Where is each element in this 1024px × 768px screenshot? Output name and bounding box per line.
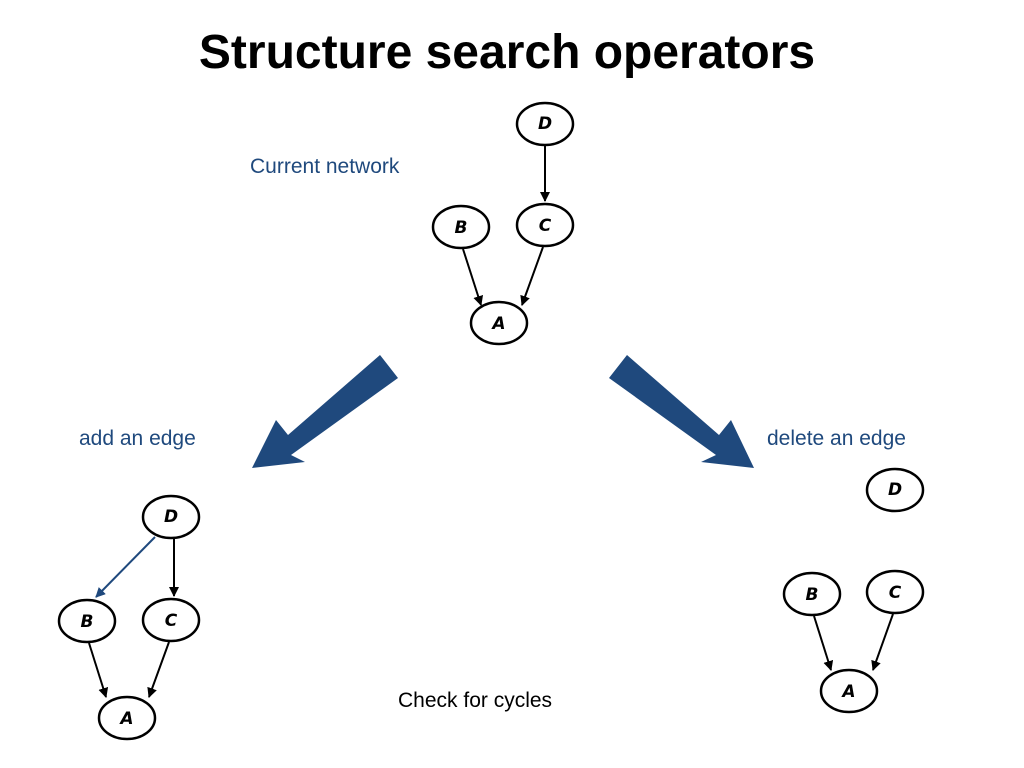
edge-c-a (871, 613, 894, 671)
node-d: D (865, 467, 925, 513)
new-edge-d-b (95, 536, 156, 598)
edge-c-a (147, 641, 170, 698)
svg-text:C: C (539, 216, 552, 236)
edge-b-a (813, 615, 834, 671)
svg-text:C: C (165, 611, 178, 631)
edge-b-a (462, 248, 484, 306)
node-a: A (469, 300, 529, 346)
edge-b-a (88, 642, 109, 698)
edge-c-a (520, 246, 544, 306)
svg-text:A: A (118, 709, 133, 729)
node-d: D (141, 494, 201, 540)
node-a: A (97, 695, 157, 741)
slide-title: Structure search operators (199, 26, 815, 79)
node-a: A (819, 668, 879, 714)
caption-current-network: Current network (250, 155, 400, 178)
node-d: D (515, 101, 575, 147)
delete-edge-graph: D B C A (782, 467, 925, 714)
svg-text:B: B (806, 585, 819, 605)
svg-text:B: B (455, 218, 468, 238)
add-edge-graph: D B C A (57, 494, 201, 741)
caption-check-cycles: Check for cycles (398, 689, 552, 712)
node-b: B (57, 598, 117, 644)
svg-text:A: A (490, 314, 505, 334)
caption-add-edge: add an edge (79, 427, 196, 450)
svg-text:D: D (888, 480, 902, 500)
caption-delete-edge: delete an edge (767, 427, 906, 450)
node-c: C (865, 569, 925, 615)
node-c: C (515, 202, 575, 248)
svg-text:C: C (889, 583, 902, 603)
svg-text:B: B (81, 612, 94, 632)
svg-text:D: D (538, 114, 552, 134)
svg-text:A: A (840, 682, 855, 702)
delete-operator-arrow (609, 355, 754, 468)
node-b: B (782, 571, 842, 617)
svg-text:D: D (164, 507, 178, 527)
node-c: C (141, 597, 201, 643)
add-operator-arrow (252, 355, 398, 468)
node-b: B (431, 204, 491, 250)
current-network-graph: D B C A (431, 101, 575, 346)
